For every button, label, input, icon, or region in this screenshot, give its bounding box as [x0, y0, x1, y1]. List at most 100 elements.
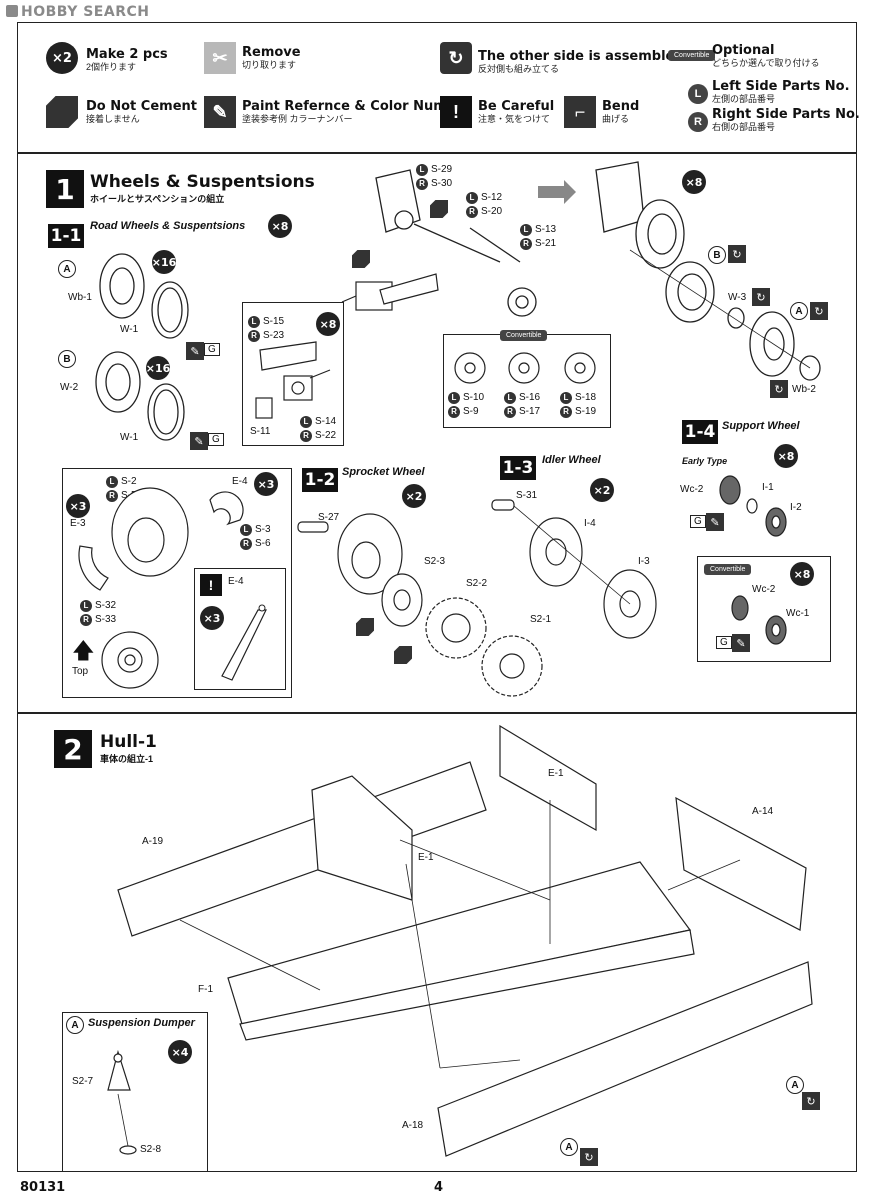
step2-number: 2 — [54, 730, 92, 768]
step1-4-qty: ×8 — [774, 444, 798, 468]
a-marker-right: A — [786, 1076, 804, 1094]
label-s11: S-11 — [250, 426, 271, 437]
convertible-icon: Convertible — [668, 50, 716, 61]
label-conv-wc1: Wc-1 — [786, 608, 810, 619]
other-side-icon: ↻ — [802, 1092, 820, 1110]
careful-box — [194, 568, 286, 690]
label-conv-wc2: Wc-2 — [752, 584, 776, 595]
color-g-b: G — [208, 433, 224, 446]
label-s31: S-31 — [516, 490, 538, 501]
label-e1-top: E-1 — [548, 768, 564, 779]
legend-panel — [17, 22, 857, 154]
paint-brush-icon: ✎ — [186, 342, 204, 360]
step1-2-qty: ×2 — [402, 484, 426, 508]
legend-left-side: Left Side Parts No.左側の部品番号 — [712, 79, 850, 105]
label-f1: F-1 — [198, 984, 213, 995]
dumper-title: Suspension Dumper — [88, 1017, 195, 1029]
support-convertible-qty: ×8 — [790, 562, 814, 586]
arm-subbox — [242, 302, 344, 446]
no-cement-icon — [352, 250, 370, 268]
color-g-a: G — [204, 343, 220, 356]
sp-qty2: ×3 — [254, 472, 278, 496]
early-type-label: Early Type — [682, 456, 728, 466]
b-marker: B — [708, 246, 726, 264]
step1-3-qty: ×2 — [590, 478, 614, 502]
dumper-box — [62, 1012, 208, 1172]
other-side-icon: ↻ — [810, 302, 828, 320]
paint-brush-icon: ✎ — [706, 513, 724, 531]
other-side-icon: ↻ — [440, 42, 472, 74]
other-side-icon: ↻ — [728, 245, 746, 263]
product-code: 80131 — [20, 1180, 66, 1195]
step1-1-number: 1-1 — [48, 224, 84, 248]
bend-icon: ⌐ — [564, 96, 596, 128]
page-number: 4 — [434, 1180, 444, 1195]
right-side-icon: R — [688, 112, 708, 132]
label-w1a: W-1 — [120, 324, 139, 335]
label-i4: I-4 — [584, 518, 596, 529]
step1-1-title: Road Wheels & Suspentsions — [90, 220, 246, 232]
label-e1-mid: E-1 — [418, 852, 434, 863]
step1-3-number: 1-3 — [500, 456, 536, 480]
sp-qty: ×3 — [66, 494, 90, 518]
no-cement-icon — [394, 646, 412, 664]
left-side-icon: L — [688, 84, 708, 104]
right-assembly-qty: ×8 — [682, 170, 706, 194]
step1-4-title: Support Wheel — [722, 420, 800, 432]
label-s21: S2-1 — [530, 614, 552, 625]
remove-icon: ✂ — [204, 42, 236, 74]
dumper-qty: ×4 — [168, 1040, 192, 1064]
no-cement-icon — [430, 200, 448, 218]
label-w3: W-3 — [728, 292, 747, 303]
support-convertible-badge: Convertible — [704, 564, 752, 575]
other-side-icon: ↻ — [770, 380, 788, 398]
step1-panel — [17, 152, 857, 714]
label-s27: S-27 — [318, 512, 340, 523]
convertible-badge: Convertible — [500, 330, 548, 341]
label-s27-dumper: S2-7 — [72, 1076, 94, 1087]
variant-b-qty: ×16 — [146, 356, 170, 380]
careful-qty: ×3 — [200, 606, 224, 630]
label-s22: S2-2 — [466, 578, 488, 589]
label-i1: I-1 — [762, 482, 774, 493]
careful-icon: ! — [440, 96, 472, 128]
paint-brush-icon: ✎ — [732, 634, 750, 652]
support-convertible-box — [697, 556, 831, 662]
label-wb1: Wb-1 — [68, 292, 92, 303]
dumper-marker: A — [66, 1016, 84, 1034]
watermark: HOBBY SEARCH — [6, 4, 149, 20]
variant-b-marker: B — [58, 350, 76, 368]
make2-icon: ×2 — [46, 42, 78, 74]
variant-a-marker: A — [58, 260, 76, 278]
label-i3: I-3 — [638, 556, 650, 567]
label-wb2: Wb-2 — [792, 384, 816, 395]
a-marker-bottom: A — [560, 1138, 578, 1156]
up-arrow-icon: 🡅 — [72, 638, 95, 663]
